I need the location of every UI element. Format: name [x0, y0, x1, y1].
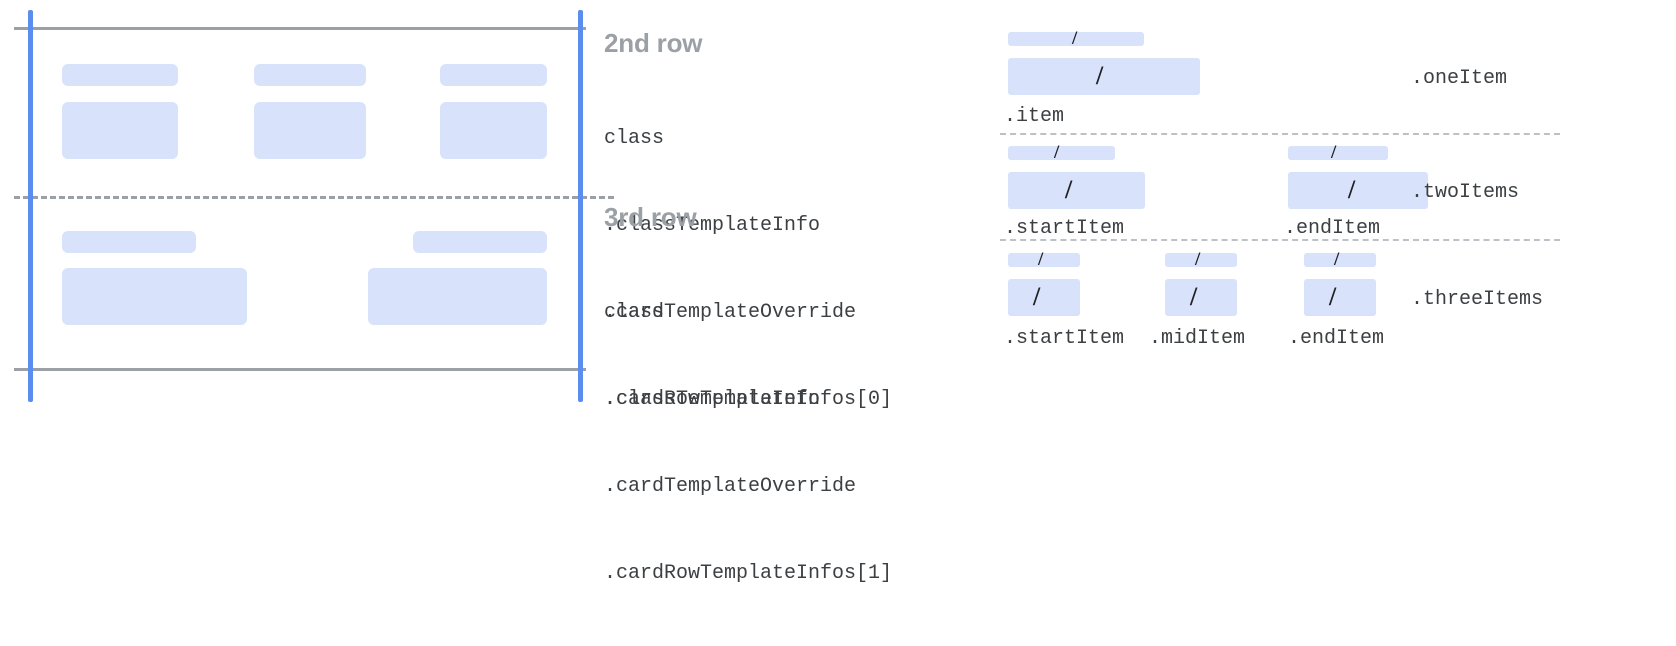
variant-two-items: / / .startItem / / .endItem .twoItems [986, 134, 1676, 241]
slot-end-item-3-body-slash: / [1329, 282, 1337, 311]
row-0-item-2-body [440, 102, 547, 159]
slot-end-item-3-body [1304, 279, 1376, 316]
code-line: .cardRowTemplateInfos[0] [604, 388, 893, 411]
code-line: .cardRowTemplateInfos[1] [604, 562, 893, 585]
slot-item-body-slash: / [1096, 61, 1104, 90]
row-description-0-title: 2nd row [604, 28, 703, 58]
slot-end-item: / / .endItem [1284, 142, 1468, 240]
slot-start-item-bar-slash: / [1054, 142, 1060, 163]
row-0-item-2-bar [440, 64, 547, 86]
code-line: .classTemplateInfo [604, 214, 821, 237]
card-bottom-boundary-line [14, 368, 586, 371]
slot-end-item-label: .endItem [1284, 217, 1381, 240]
slot-end-item-body [1288, 172, 1428, 209]
item-layout-variants-panel: / / .item .oneItem / / .startItem / / [986, 0, 1676, 412]
slot-item: / / .item [1004, 28, 1223, 128]
slot-end-item-3-label: .endItem [1288, 327, 1385, 350]
card-left-guide-line [28, 10, 33, 402]
variant-one-item: / / .item .oneItem [986, 0, 1676, 135]
row-1-item-0-body [62, 268, 247, 325]
row-description-1-title: 3rd row [604, 202, 697, 232]
row-0-item-0-bar [62, 64, 178, 86]
slot-mid-item-label: .midItem [1149, 327, 1246, 350]
diagram-canvas: 2nd row class .classTemplateInfo .cardTe… [0, 0, 1676, 585]
card-right-guide-line [578, 10, 583, 402]
row-0-item-0-body [62, 102, 178, 159]
slot-end-item-bar [1288, 146, 1388, 160]
slot-start-item-3-bar [1008, 253, 1080, 267]
code-line: .cardTemplateOverride [604, 475, 857, 498]
row-description-0-code: class .classTemplateInfo .cardTemplateOv… [604, 66, 892, 472]
slot-start-item: / / .startItem [1004, 142, 1188, 240]
code-line: .cardTemplateOverride [604, 301, 857, 324]
slot-start-item-body-slash: / [1065, 175, 1073, 204]
slot-start-item-3-body [1008, 279, 1080, 316]
slot-mid-item-body-slash: / [1190, 282, 1198, 311]
slot-start-item-bar [1008, 146, 1115, 160]
row-divider-dashed-line [14, 196, 614, 199]
variant-separator-1 [1000, 133, 1560, 135]
slot-item-bar-slash: / [1072, 28, 1078, 49]
slot-item-bar [1008, 32, 1144, 46]
slot-start-item-3-label: .startItem [1004, 327, 1125, 350]
variant-three-items: / / .startItem / / .midItem / / .endItem… [986, 239, 1676, 359]
variant-two-items-label: .twoItems [1411, 181, 1520, 204]
row-description-1: 3rd row class .classTemplateInfo .cardTe… [604, 204, 892, 646]
row-description-column: 2nd row class .classTemplateInfo .cardTe… [604, 0, 984, 585]
row-description-1-code: class .classTemplateInfo .cardTemplateOv… [604, 240, 892, 646]
card-top-boundary-line [14, 27, 586, 30]
code-line: class [604, 127, 665, 150]
row-1-item-0-bar [62, 231, 196, 253]
code-line: .classTemplateInfo [604, 388, 821, 411]
slot-end-item-3: / / .endItem [1288, 249, 1448, 350]
variant-one-item-label: .oneItem [1411, 67, 1508, 90]
variant-separator-2 [1000, 239, 1560, 241]
slot-end-item-body-slash: / [1348, 175, 1356, 204]
row-1-item-1-bar [413, 231, 547, 253]
slot-start-item-label: .startItem [1004, 217, 1125, 240]
row-0-item-1-bar [254, 64, 366, 86]
row-0-item-1-body [254, 102, 366, 159]
slot-start-item-body [1008, 172, 1145, 209]
row-description-0: 2nd row class .classTemplateInfo .cardTe… [604, 30, 892, 472]
code-line: class [604, 301, 665, 324]
slot-start-item-3-body-slash: / [1033, 282, 1041, 311]
slot-start-item-3-bar-slash: / [1038, 249, 1044, 270]
slot-end-item-3-bar [1304, 253, 1376, 267]
row-1-item-1-body [368, 268, 547, 325]
slot-end-item-bar-slash: / [1331, 142, 1337, 163]
variant-three-items-label: .threeItems [1411, 288, 1544, 311]
slot-start-item-3: / / .startItem [1004, 249, 1168, 350]
slot-mid-item-bar-slash: / [1195, 249, 1201, 270]
slot-mid-item-body [1165, 279, 1237, 316]
slot-item-label: .item [1004, 105, 1065, 128]
slot-item-body [1008, 58, 1200, 95]
card-preview-panel [0, 0, 614, 412]
slot-mid-item-bar [1165, 253, 1237, 267]
slot-end-item-3-bar-slash: / [1334, 249, 1340, 270]
slot-mid-item: / / .midItem [1149, 249, 1309, 350]
